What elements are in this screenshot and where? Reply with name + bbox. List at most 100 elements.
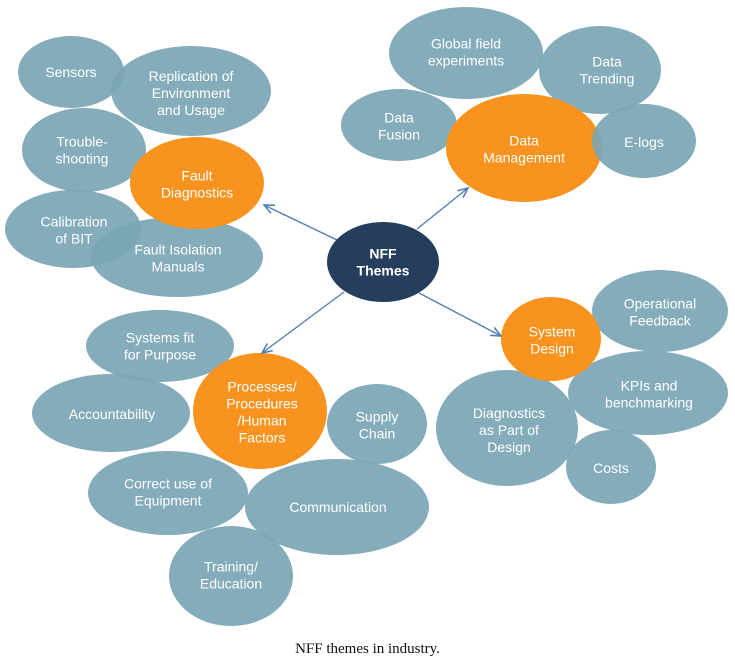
accountability-label: Accountability xyxy=(69,406,155,422)
label-line: Supply xyxy=(356,409,399,425)
label-line: Correct use of xyxy=(124,476,212,492)
label-line: Feedback xyxy=(629,313,691,329)
bubble-communication: Communication xyxy=(245,459,429,555)
communication-label: Communication xyxy=(289,499,386,515)
arrow-to-data-management xyxy=(416,188,468,230)
arrow-to-system-design xyxy=(418,292,501,336)
label-line: benchmarking xyxy=(605,395,693,411)
label-line: Diagnostics xyxy=(161,185,233,201)
label-line: Procedures xyxy=(226,396,298,412)
label-line: Costs xyxy=(593,460,629,476)
label-line: as Part of xyxy=(479,422,539,438)
label-line: Design xyxy=(530,341,574,357)
label-line: Training/ xyxy=(204,559,258,575)
label-line: Fault xyxy=(181,168,212,184)
label-line: Equipment xyxy=(135,493,202,509)
arrow-to-fault-diagnostics xyxy=(264,205,338,241)
label-line: /Human xyxy=(237,413,286,429)
sensors-label: Sensors xyxy=(45,64,96,80)
label-line: Data xyxy=(384,110,414,126)
label-line: Replication of xyxy=(149,68,234,84)
label-line: Factors xyxy=(239,430,286,446)
label-line: Manuals xyxy=(152,259,205,275)
label-line: Design xyxy=(487,439,531,455)
label-line: Data xyxy=(592,54,622,70)
label-line: Education xyxy=(200,576,262,592)
label-line: Global field xyxy=(431,36,501,52)
label-line: System xyxy=(529,324,576,340)
connector-arrows xyxy=(262,188,501,353)
label-line: Operational xyxy=(624,296,696,312)
label-line: of BIT xyxy=(55,231,93,247)
label-line: Management xyxy=(483,150,565,166)
label-line: Calibration xyxy=(41,214,108,230)
label-line: E-logs xyxy=(624,134,664,150)
label-line: Fault Isolation xyxy=(134,242,221,258)
label-line: NFF xyxy=(369,246,397,262)
label-line: Communication xyxy=(289,499,386,515)
label-line: KPIs and xyxy=(621,378,678,394)
label-line: Sensors xyxy=(45,64,96,80)
arrow-to-processes xyxy=(262,291,345,353)
label-line: Data xyxy=(509,133,539,149)
label-line: for Purpose xyxy=(124,347,197,363)
label-line: Trouble- xyxy=(56,134,108,150)
figure-caption: NFF themes in industry. xyxy=(295,641,440,657)
label-line: Processes/ xyxy=(227,379,296,395)
bubble-training: Training/Education xyxy=(169,526,293,626)
costs-label: Costs xyxy=(593,460,629,476)
troubleshooting-label: Trouble-shooting xyxy=(56,134,109,167)
bubble-accountability: Accountability xyxy=(32,374,190,452)
training-label: Training/Education xyxy=(200,559,262,592)
label-line: shooting xyxy=(56,151,109,167)
label-line: Chain xyxy=(359,426,396,442)
label-line: Diagnostics xyxy=(473,405,545,421)
label-line: Trending xyxy=(580,71,635,87)
label-line: experiments xyxy=(428,53,504,69)
elogs-label: E-logs xyxy=(624,134,664,150)
label-line: Themes xyxy=(357,263,410,279)
label-line: Systems fit xyxy=(126,330,195,346)
bubble-elogs: E-logs xyxy=(592,104,696,178)
label-line: Accountability xyxy=(69,406,155,422)
bubble-costs: Costs xyxy=(566,430,656,504)
label-line: Fusion xyxy=(378,127,420,143)
label-line: Environment xyxy=(152,85,231,101)
bubble-sensors: Sensors xyxy=(18,36,124,108)
bubble-troubleshooting: Trouble-shooting xyxy=(22,108,146,192)
